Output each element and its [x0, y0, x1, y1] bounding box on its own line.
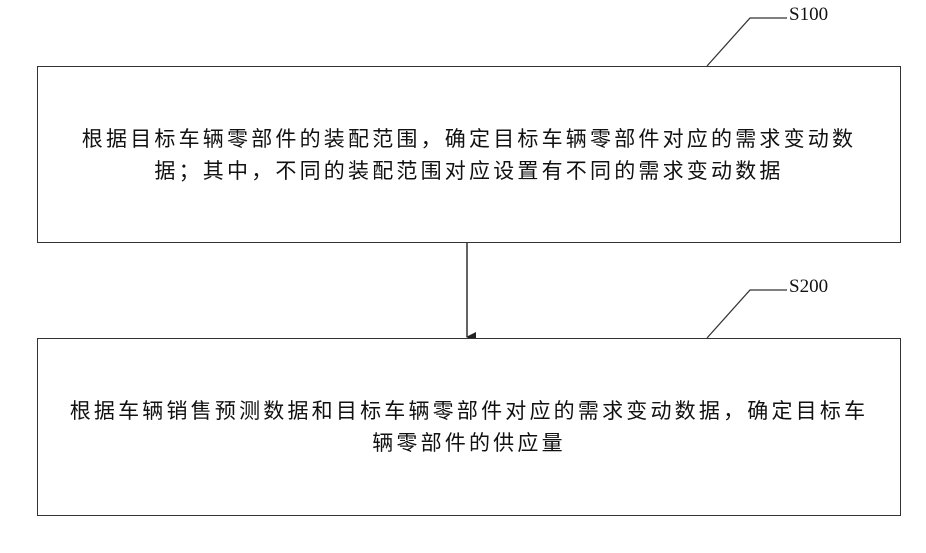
s100-leader-line [707, 18, 787, 66]
step-box-s200: 根据车辆销售预测数据和目标车辆零部件对应的需求变动数据，确定目标车辆零部件的供应… [37, 338, 901, 516]
step-label-s100: S100 [789, 4, 828, 26]
step-box-s100: 根据目标车辆零部件的装配范围，确定目标车辆零部件对应的需求变动数据；其中，不同的… [37, 66, 901, 243]
step-text-s100: 根据目标车辆零部件的装配范围，确定目标车辆零部件对应的需求变动数据；其中，不同的… [64, 123, 874, 187]
step-label-s200: S200 [789, 276, 828, 298]
step-text-s200: 根据车辆销售预测数据和目标车辆零部件对应的需求变动数据，确定目标车辆零部件的供应… [64, 395, 874, 459]
s200-leader-line [707, 290, 787, 338]
